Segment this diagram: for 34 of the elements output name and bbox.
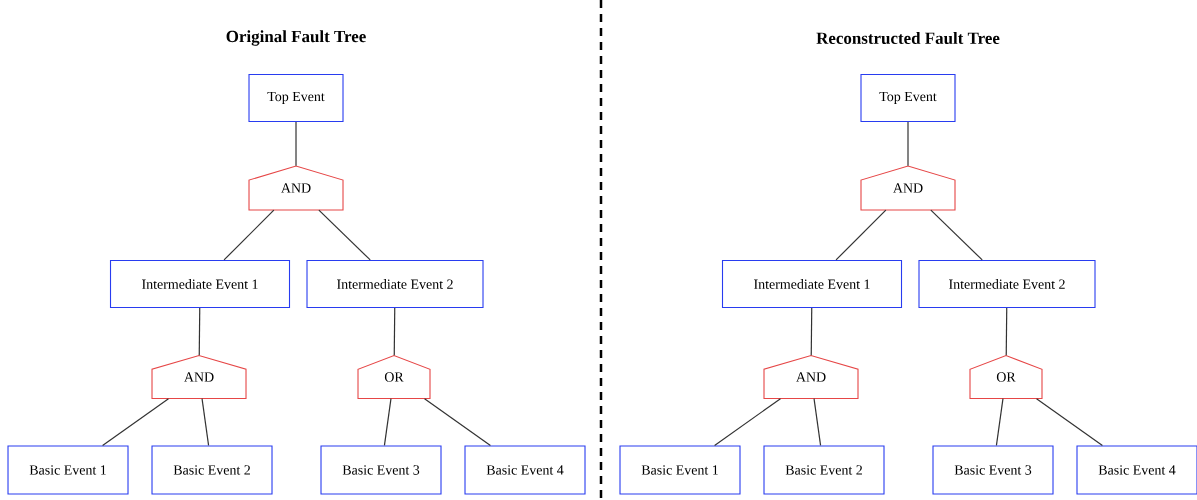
event-box: Basic Event 2 <box>763 445 885 495</box>
event-box: Basic Event 1 <box>7 445 129 495</box>
connector-line <box>201 398 210 447</box>
connector-line <box>423 398 492 447</box>
event-box: Basic Event 2 <box>151 445 273 495</box>
event-box: Intermediate Event 2 <box>306 259 484 309</box>
connector-line <box>393 307 396 356</box>
connector-line <box>813 398 822 447</box>
connector-line <box>102 398 170 447</box>
connector-line <box>714 398 782 447</box>
connector-line <box>930 209 983 261</box>
connector-line <box>1035 398 1103 447</box>
connector-line <box>995 398 1004 447</box>
tree-title: Original Fault Tree <box>226 30 366 46</box>
connector-line <box>810 307 813 356</box>
connector-line <box>223 209 275 261</box>
event-box: Top Event <box>248 73 344 123</box>
event-box: Basic Event 4 <box>1076 445 1197 495</box>
event-box: Basic Event 1 <box>619 445 741 495</box>
connector-line <box>907 121 909 167</box>
connector-line <box>198 307 201 356</box>
event-box: Basic Event 3 <box>932 445 1054 495</box>
connector-line <box>1005 307 1008 356</box>
connector-line <box>295 121 297 167</box>
event-box: Top Event <box>860 73 956 123</box>
event-box: Intermediate Event 1 <box>721 259 903 309</box>
connector-line <box>383 398 392 447</box>
event-box: Basic Event 3 <box>320 445 442 495</box>
connector-line <box>318 209 371 261</box>
connector-line <box>835 209 887 261</box>
event-box: Basic Event 4 <box>464 445 586 495</box>
event-box: Intermediate Event 1 <box>109 259 291 309</box>
tree-title: Reconstructed Fault Tree <box>816 32 1000 44</box>
event-box: Intermediate Event 2 <box>918 259 1096 309</box>
